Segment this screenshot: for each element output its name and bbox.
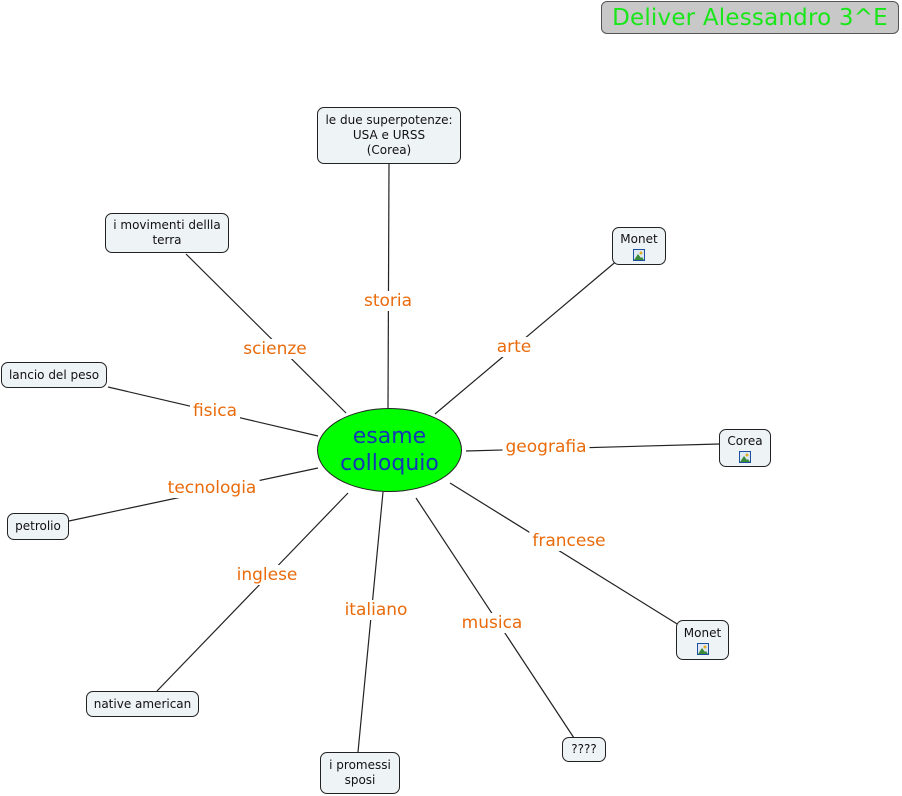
node-geografia-label: Corea bbox=[727, 433, 763, 448]
node-tecnologia[interactable]: petrolio bbox=[7, 513, 69, 540]
link-storia bbox=[387, 163, 390, 409]
branch-musica[interactable]: musica bbox=[458, 613, 526, 633]
node-scienze-line2: terra bbox=[152, 233, 182, 247]
node-inglese[interactable]: native american bbox=[86, 691, 199, 717]
node-geografia[interactable]: Corea bbox=[719, 429, 771, 467]
image-icon[interactable] bbox=[739, 450, 751, 463]
branch-arte[interactable]: arte bbox=[493, 337, 535, 357]
branch-storia[interactable]: storia bbox=[360, 291, 416, 311]
branch-scienze[interactable]: scienze bbox=[240, 339, 310, 359]
node-storia-line1: le due superpotenze: bbox=[325, 113, 453, 127]
node-scienze[interactable]: i movimenti dellla terra bbox=[105, 213, 229, 253]
node-italiano-line1: i promessi bbox=[329, 758, 391, 772]
node-arte[interactable]: Monet bbox=[612, 227, 666, 265]
branch-geografia[interactable]: geografia bbox=[502, 437, 590, 457]
node-storia[interactable]: le due superpotenze: USA e URSS (Corea) bbox=[317, 107, 461, 164]
branch-francese[interactable]: francese bbox=[529, 531, 609, 551]
map-title: Deliver Alessandro 3^E bbox=[601, 1, 899, 34]
central-topic-line1: esame bbox=[352, 424, 427, 449]
node-musica[interactable]: ???? bbox=[562, 737, 606, 762]
node-fisica[interactable]: lancio del peso bbox=[1, 362, 107, 388]
link-italiano bbox=[357, 491, 384, 753]
node-francese[interactable]: Monet bbox=[676, 620, 729, 660]
image-icon[interactable] bbox=[633, 248, 645, 261]
node-italiano[interactable]: i promessi sposi bbox=[320, 752, 400, 794]
link-inglese bbox=[156, 492, 349, 692]
node-storia-line2: USA e URSS bbox=[352, 128, 426, 142]
image-icon[interactable] bbox=[696, 642, 709, 655]
link-scienze bbox=[185, 253, 347, 414]
branch-tecnologia[interactable]: tecnologia bbox=[164, 478, 260, 498]
central-topic[interactable]: esame colloquio bbox=[317, 408, 462, 492]
node-italiano-line2: sposi bbox=[344, 773, 376, 787]
node-storia-line3: (Corea) bbox=[366, 143, 412, 157]
branch-fisica[interactable]: fisica bbox=[189, 401, 241, 421]
central-topic-line2: colloquio bbox=[340, 451, 439, 476]
node-scienze-line1: i movimenti dellla bbox=[113, 218, 221, 232]
branch-italiano[interactable]: italiano bbox=[341, 600, 411, 620]
link-arte bbox=[434, 258, 620, 415]
node-francese-label: Monet bbox=[683, 625, 722, 640]
link-francese bbox=[449, 482, 683, 628]
branch-inglese[interactable]: inglese bbox=[233, 565, 301, 585]
node-arte-label: Monet bbox=[620, 231, 658, 246]
